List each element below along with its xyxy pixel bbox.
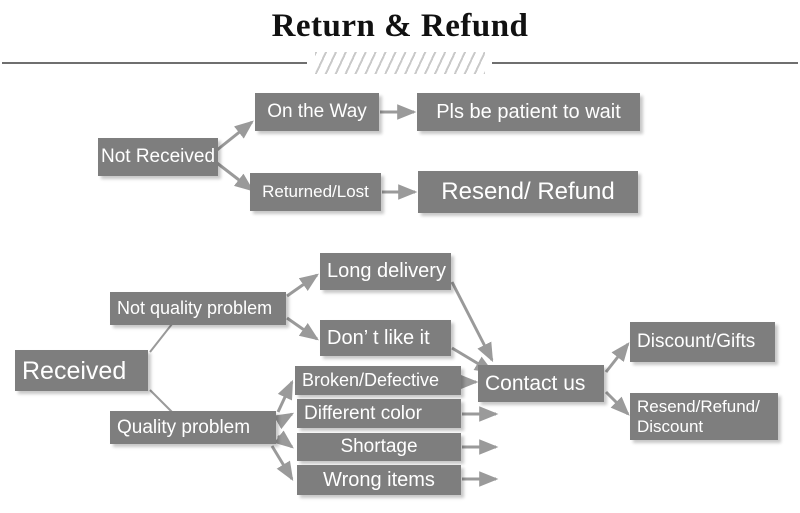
node-contact-us[interactable]: Contact us bbox=[478, 365, 604, 402]
node-received[interactable]: Received bbox=[15, 350, 148, 391]
node-wrong-items[interactable]: Wrong items bbox=[297, 465, 461, 495]
node-not-received[interactable]: Not Received bbox=[98, 138, 218, 176]
hatch-divider-icon bbox=[315, 52, 485, 74]
divider-line-right bbox=[492, 62, 798, 64]
node-broken-defective[interactable]: Broken/Defective bbox=[295, 366, 461, 395]
node-discount-gifts[interactable]: Discount/Gifts bbox=[630, 322, 775, 362]
node-resend-refund[interactable]: Resend/ Refund bbox=[418, 171, 638, 213]
node-shortage[interactable]: Shortage bbox=[297, 433, 461, 461]
divider-line-left bbox=[2, 62, 307, 64]
page-title: Return & Refund bbox=[271, 8, 529, 44]
node-on-the-way[interactable]: On the Way bbox=[255, 93, 379, 131]
node-not-quality-problem[interactable]: Not quality problem bbox=[110, 292, 286, 325]
node-dont-like-it[interactable]: Don’ t like it bbox=[320, 320, 451, 356]
node-returned-lost[interactable]: Returned/Lost bbox=[250, 173, 381, 211]
node-pls-be-patient-to-wait[interactable]: Pls be patient to wait bbox=[417, 93, 640, 131]
node-resend-refund-discount[interactable]: Resend/Refund/ Discount bbox=[630, 393, 778, 440]
node-different-color[interactable]: Different color bbox=[297, 399, 461, 428]
node-long-delivery[interactable]: Long delivery bbox=[320, 253, 451, 290]
node-quality-problem[interactable]: Quality problem bbox=[110, 411, 276, 444]
